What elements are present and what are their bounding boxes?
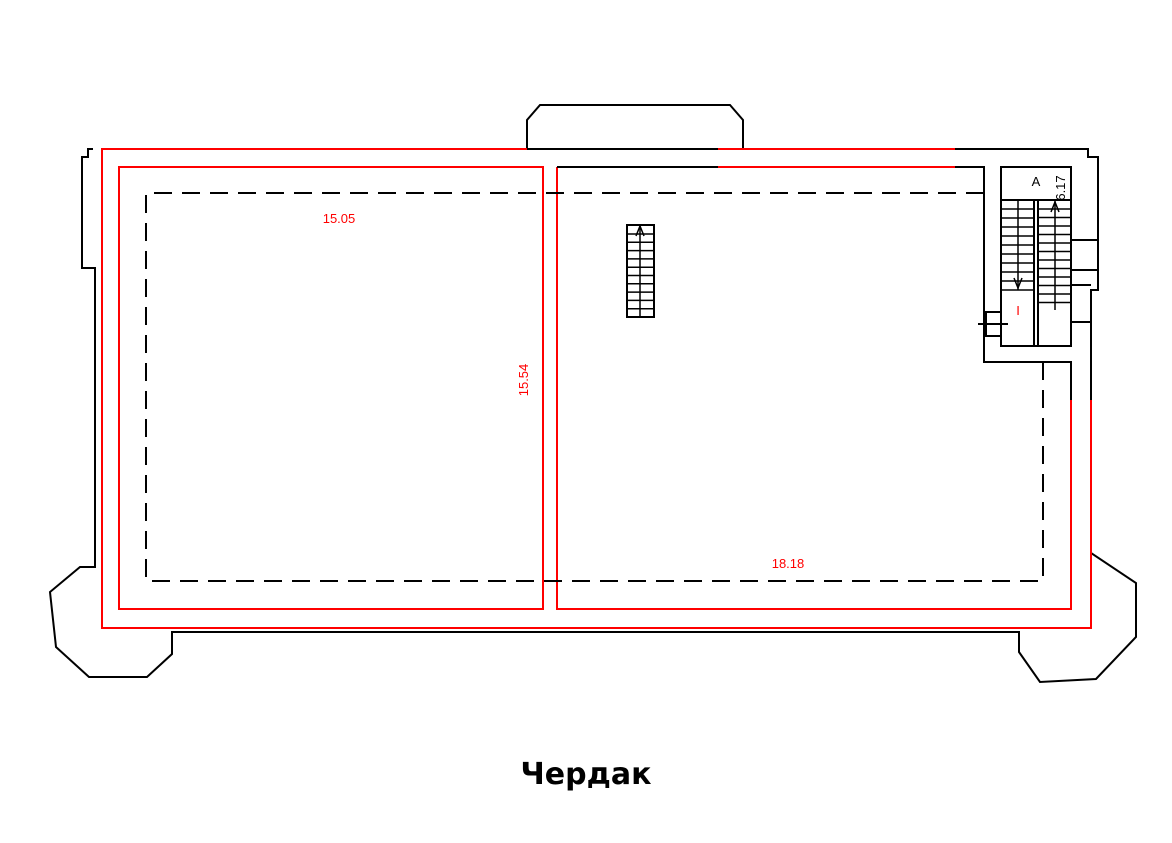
up-arrow-icon	[1050, 199, 1060, 213]
dimension-left-room-width: 15.05	[323, 211, 356, 226]
dashed-outline	[145, 192, 1044, 582]
dimension-right-room-width: 18.18	[772, 556, 805, 571]
staircase	[978, 166, 1072, 347]
outer-boundary	[101, 148, 1092, 629]
left-room-boundary	[118, 166, 544, 610]
area-boundaries	[101, 148, 1092, 629]
right-room-boundary	[556, 167, 1072, 610]
stair-mark: I	[1016, 303, 1020, 318]
stair-label: A	[1032, 174, 1041, 189]
page-title: Чердак	[520, 757, 652, 792]
dimension-stair-width: 6.17	[1053, 175, 1068, 200]
inner-walls	[557, 166, 1072, 400]
down-arrow-icon	[1013, 277, 1023, 291]
dimension-room-depth: 15.54	[516, 364, 531, 397]
outer-walls	[48, 104, 1137, 684]
ladder-icon	[626, 223, 655, 318]
